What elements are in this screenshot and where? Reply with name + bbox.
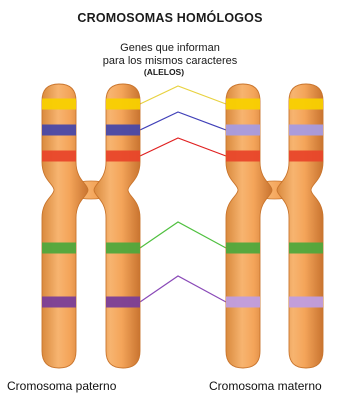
maternal-band-red-right xyxy=(285,151,327,162)
connector-yellow xyxy=(140,86,226,104)
paternal-chromosome xyxy=(38,84,144,368)
maternal-band-purple-left xyxy=(222,297,264,308)
paternal-band-blue-right xyxy=(102,125,144,136)
connector-blue xyxy=(140,112,226,130)
annotation-line-2: para los mismos caracteres xyxy=(103,55,238,67)
maternal-band-blue-right xyxy=(285,125,327,136)
maternal-band-green-right xyxy=(285,243,327,254)
alleles-annotation: Genes que informan para los mismos carac… xyxy=(103,42,238,77)
maternal-band-blue-left xyxy=(222,125,264,136)
maternal-chromosome-label: Cromosoma materno xyxy=(209,379,322,393)
paternal-band-green-left xyxy=(38,243,80,254)
paternal-band-red-left xyxy=(38,151,80,162)
maternal-band-green-left xyxy=(222,243,264,254)
paternal-band-purple-left xyxy=(38,297,80,308)
paternal-chromosome-label: Cromosoma paterno xyxy=(7,379,117,393)
maternal-band-red-left xyxy=(222,151,264,162)
annotation-line-1: Genes que informan xyxy=(120,42,220,54)
maternal-band-yellow-left xyxy=(222,99,264,110)
maternal-chromosome xyxy=(222,84,327,368)
diagram-title: CROMOSOMAS HOMÓLOGOS xyxy=(77,10,262,25)
paternal-band-purple-right xyxy=(102,297,144,308)
maternal-band-purple-right xyxy=(285,297,327,308)
chromosomes xyxy=(38,84,327,368)
paternal-band-yellow-right xyxy=(102,99,144,110)
connector-purple xyxy=(140,276,226,302)
connector-green xyxy=(140,222,226,248)
connector-red xyxy=(140,138,226,156)
paternal-band-green-right xyxy=(102,243,144,254)
allele-connectors xyxy=(140,86,226,302)
annotation-alleles-label: (ALELOS) xyxy=(144,67,184,77)
paternal-band-blue-left xyxy=(38,125,80,136)
paternal-band-yellow-left xyxy=(38,99,80,110)
paternal-band-red-right xyxy=(102,151,144,162)
maternal-band-yellow-right xyxy=(285,99,327,110)
